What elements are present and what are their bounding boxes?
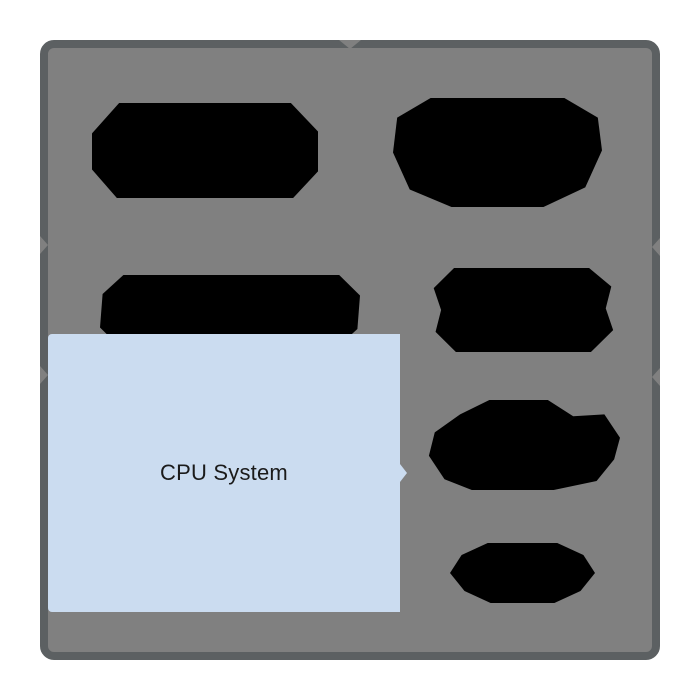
cpu-system-panel[interactable]: CPU System	[48, 334, 407, 612]
notch-left-upper	[40, 236, 48, 254]
redacted-block-4	[433, 268, 614, 352]
notch-top-center	[339, 40, 361, 49]
cpu-system-label: CPU System	[160, 460, 288, 485]
redacted-block-5	[428, 400, 620, 490]
cpu-panel-notch	[400, 464, 407, 482]
notch-right-upper	[652, 238, 660, 256]
notch-right-lower	[652, 368, 660, 386]
redacted-block-2	[393, 98, 602, 207]
redacted-block-6	[450, 543, 595, 603]
redacted-block-1	[92, 103, 318, 198]
notch-left-lower	[40, 366, 48, 384]
